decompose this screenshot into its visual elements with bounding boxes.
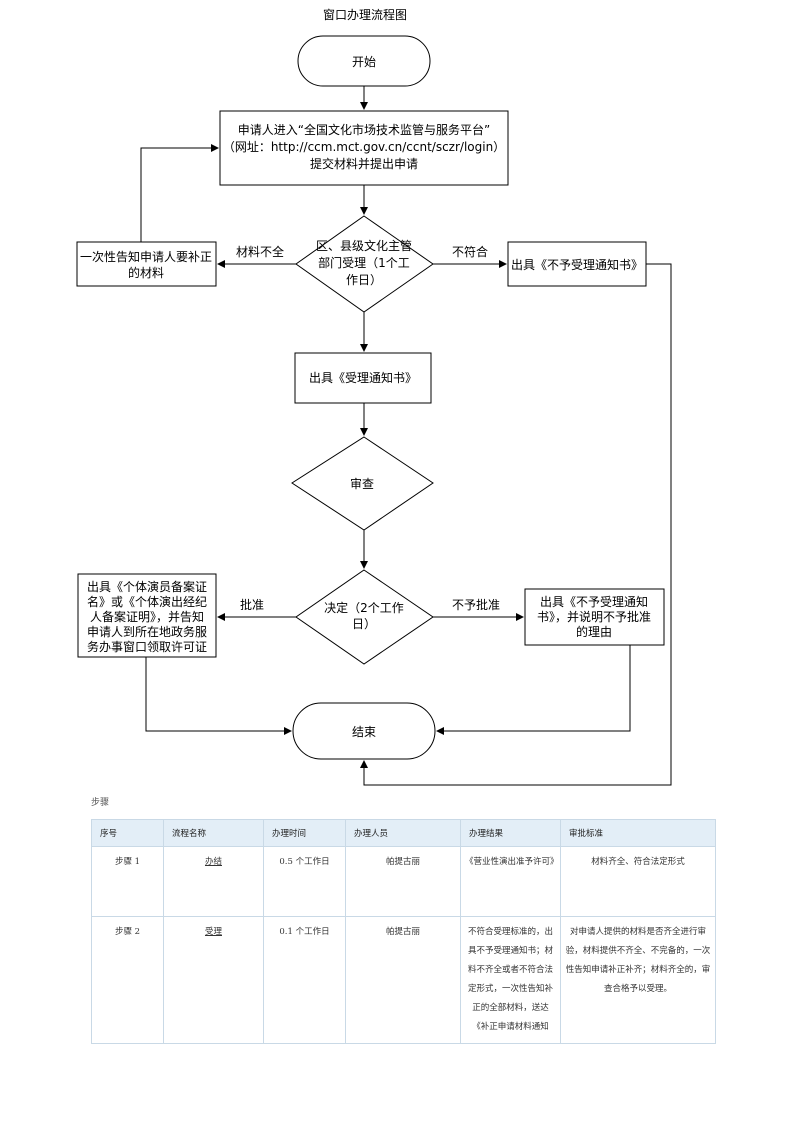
header-time: 办理时间 <box>263 819 346 847</box>
approve-line-2: 名》或《个体演出经纪 <box>87 594 207 609</box>
connectors <box>140 86 672 786</box>
header-result: 办理结果 <box>460 819 561 847</box>
accept-decision-line-2: 部门受理（1个工 <box>318 255 410 270</box>
cell-no: 步骤 2 <box>91 916 164 1044</box>
table-header-row: 序号 流程名称 办理时间 办理人员 办理结果 审批标准 <box>91 819 716 847</box>
cell-name: 受理 <box>163 916 264 1044</box>
deny-line-1: 出具《不予受理通知 <box>540 595 648 609</box>
steps-section-label: 步骤 <box>91 798 110 808</box>
flowchart: 窗口办理流程图 开始 申请人进入“全国文化市场技术监管与服务平台” （网址：ht… <box>76 7 672 786</box>
header-standard: 审批标准 <box>560 819 716 847</box>
decision-line-2: 日） <box>352 617 376 631</box>
incomplete-label: 材料不全 <box>236 244 284 259</box>
header-name: 流程名称 <box>163 819 264 847</box>
apply-line-3: 提交材料并提出申请 <box>310 156 418 171</box>
approve-line-3: 人备案证明》，并告知 <box>90 609 204 624</box>
notify-supplement-box <box>76 241 217 287</box>
reject-notice-box <box>507 241 647 287</box>
table-row: 步骤 1 办结 0.5 个工作日 帕提古丽 《营业性演出准予许可》 材料齐全、符… <box>91 846 716 917</box>
not-meet-label: 不符合 <box>452 244 488 259</box>
start-label: 开始 <box>352 55 376 69</box>
apply-box <box>219 110 509 186</box>
deny-line-2: 书》，并说明不予批准 <box>537 609 651 624</box>
end-terminal <box>292 702 436 760</box>
review-text: 审查 <box>350 476 374 491</box>
cell-name: 办结 <box>163 846 264 917</box>
notify-supplement-line-1: 一次性告知申请人要补正 <box>80 250 212 264</box>
deny-line-3: 的理由 <box>576 624 612 639</box>
cell-staff: 帕提古丽 <box>345 846 461 917</box>
accept-notice-text: 出具《受理通知书》 <box>309 371 417 385</box>
decision-line-1: 决定（2个工作 <box>324 600 404 615</box>
cell-time: 0.1 个工作日 <box>263 916 346 1044</box>
deny-label: 不予批准 <box>452 597 500 612</box>
cell-staff: 帕提古丽 <box>345 916 461 1044</box>
approve-line-5: 务办事窗口领取许可证 <box>87 639 207 654</box>
cell-standard: 材料齐全、符合法定形式 <box>560 846 716 917</box>
deny-box <box>524 588 665 646</box>
steps-table: 序号 流程名称 办理时间 办理人员 办理结果 审批标准 步骤 1 办结 0.5 … <box>91 819 716 1044</box>
approve-line-1: 出具《个体演员备案证 <box>87 579 207 594</box>
table-row: 步骤 2 受理 0.1 个工作日 帕提古丽 不符合受理标准的，出具不予受理通知书… <box>91 916 716 1044</box>
cell-standard: 对申请人提供的材料是否齐全进行审验，材料提供不齐全、不完备的，一次性告知申请补正… <box>560 916 716 1044</box>
apply-line-2: （网址：http://ccm.mct.gov.cn/ccnt/sczr/logi… <box>223 140 505 154</box>
cell-time: 0.5 个工作日 <box>263 846 346 917</box>
process-name-link[interactable]: 办结 <box>204 857 222 867</box>
process-name-link[interactable]: 受理 <box>204 927 222 937</box>
accept-decision-line-1: 区、县级文化主管 <box>316 238 412 253</box>
reject-notice-text: 出具《不予受理通知书》 <box>511 258 643 272</box>
start-terminal <box>297 35 431 87</box>
accept-notice-box <box>294 352 432 404</box>
end-label: 结束 <box>352 725 376 739</box>
header-staff: 办理人员 <box>345 819 461 847</box>
cell-result: 《营业性演出准予许可》 <box>460 846 561 917</box>
review-diamond <box>291 436 434 531</box>
accept-decision-line-3: 作日） <box>346 273 382 287</box>
decision-diamond <box>295 569 434 665</box>
cell-no: 步骤 1 <box>91 846 164 917</box>
approve-box <box>77 573 217 658</box>
accept-decision-diamond <box>295 215 434 313</box>
notify-supplement-line-2: 的材料 <box>128 265 164 280</box>
approve-label: 批准 <box>240 597 264 612</box>
apply-line-1: 申请人进入“全国文化市场技术监管与服务平台” <box>238 122 490 137</box>
approve-line-4: 申请人到所在地政务服 <box>87 624 207 639</box>
cell-result: 不符合受理标准的，出具不予受理通知书；材料不齐全或者不符合法定形式，一次性告知补… <box>460 916 561 1044</box>
header-no: 序号 <box>91 819 164 847</box>
flowchart-title: 窗口办理流程图 <box>323 7 407 22</box>
